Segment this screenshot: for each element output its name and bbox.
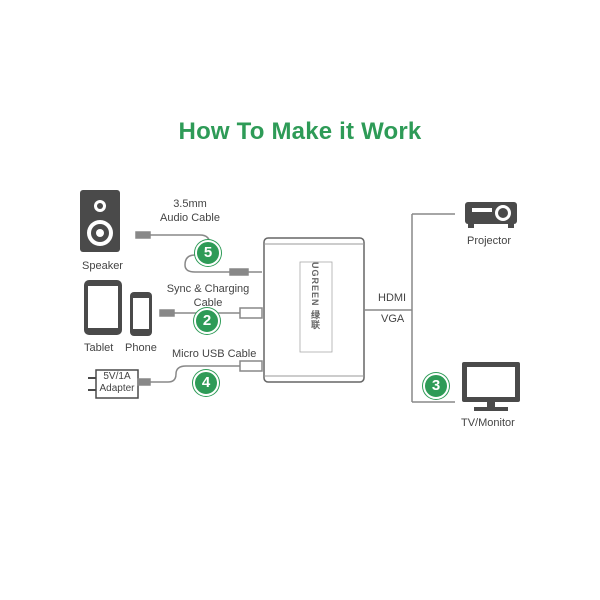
display-lines [364, 213, 455, 403]
tablet-label: Tablet [84, 342, 114, 354]
sync-cable-label-line2: Cable [193, 297, 223, 309]
step-badge-display: 3 [423, 373, 449, 399]
hub-device [263, 237, 365, 383]
tablet-icon [84, 280, 122, 335]
projector-label: Projector [467, 235, 512, 247]
step-badge-audio: 5 [195, 240, 221, 266]
step-badge-usb: 4 [193, 370, 219, 396]
adapter-label-line2: Adapter [99, 383, 135, 394]
audio-cable-label-line2: Audio Cable [160, 212, 220, 224]
monitor-icon [462, 362, 520, 411]
phone-icon [130, 292, 152, 336]
tv-monitor-label: TV/Monitor [461, 417, 515, 429]
sync-cable-label-line1: Sync & Charging [166, 283, 250, 295]
vga-label: VGA [381, 313, 405, 325]
speaker-label: Speaker [82, 260, 123, 272]
phone-label: Phone [125, 342, 157, 354]
micro-usb-cable [137, 360, 263, 386]
speaker-icon [80, 190, 120, 252]
hdmi-label: HDMI [378, 292, 407, 304]
hub-brand-logo: UGREEN 绿联 [310, 262, 320, 331]
adapter-label-line1: 5V/1A [103, 371, 131, 382]
step-badge-sync: 2 [194, 308, 220, 334]
micro-usb-cable-label: Micro USB Cable [172, 348, 257, 360]
projector-icon [465, 202, 517, 228]
audio-cable-label-line1: 3.5mm [173, 198, 207, 210]
page-title: How To Make it Work [178, 118, 422, 145]
adapter-label: 5V/1A Adapter [96, 371, 138, 395]
